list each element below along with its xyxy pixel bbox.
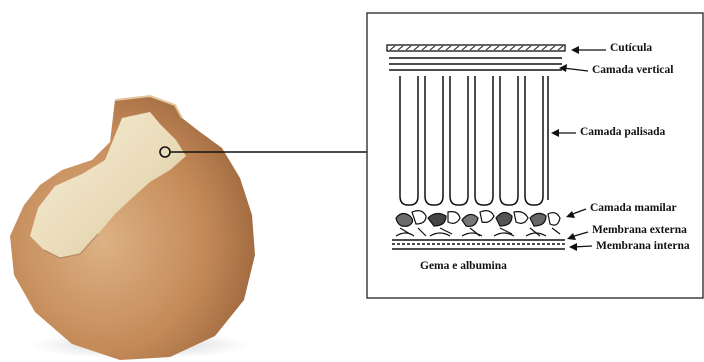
label-membrana-interna: Membrana interna xyxy=(596,240,690,253)
label-camada-palisada: Camada palisada xyxy=(580,126,665,139)
label-camada-vertical: Camada vertical xyxy=(592,64,673,77)
broken-eggshell xyxy=(10,96,255,360)
label-camada-mamilar: Camada mamilar xyxy=(590,202,677,215)
label-membrana-externa: Membrana externa xyxy=(592,224,687,237)
label-gema-albumina: Gema e albumina xyxy=(420,260,507,273)
cuticle-layer xyxy=(387,45,565,51)
label-cuticula: Cutícula xyxy=(610,42,652,55)
